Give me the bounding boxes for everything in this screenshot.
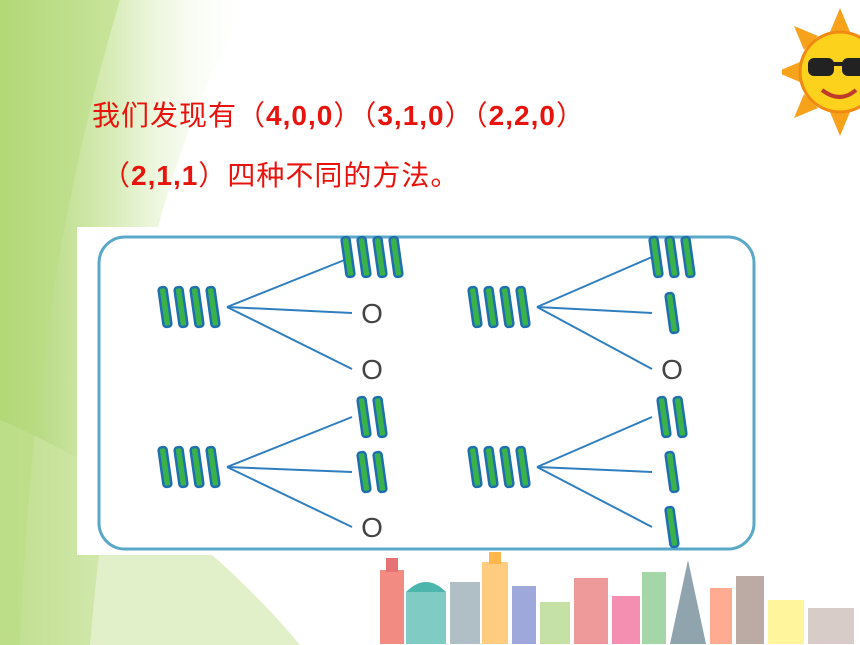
source-stick — [189, 445, 205, 489]
source-stick — [515, 285, 531, 329]
part-stick — [372, 450, 388, 494]
source-stick — [157, 445, 173, 489]
part-stick — [648, 235, 664, 279]
branch-line — [226, 306, 353, 370]
part-stick — [372, 235, 388, 279]
branch-line — [226, 416, 353, 468]
branch-line — [226, 466, 353, 528]
paren-close: ） — [198, 160, 228, 191]
sun-sunglasses-icon — [782, 8, 860, 136]
branch-line — [536, 466, 653, 528]
paren-close: ） — [333, 100, 363, 131]
source-stick — [499, 285, 515, 329]
branch-line — [226, 306, 353, 314]
part-stick — [672, 395, 688, 439]
combo-2-2-0: 2,2,0 — [488, 100, 556, 131]
paren-close: ） — [444, 100, 474, 131]
source-stick — [467, 285, 483, 329]
part-stick — [388, 235, 404, 279]
source-stick — [205, 445, 221, 489]
summary-line-2: （2,1,1）四种不同的方法。 — [102, 154, 459, 194]
summary-line-1: 我们发现有（4,0,0）（3,1,0）（2,2,0） — [92, 94, 585, 134]
branch-line — [536, 466, 653, 473]
source-stick — [157, 285, 173, 329]
line2-suffix: 四种不同的方法。 — [227, 160, 460, 191]
part-stick — [372, 395, 388, 439]
source-stick — [499, 445, 515, 489]
zero-mark: O — [361, 354, 383, 385]
combo-2-1-1: 2,1,1 — [131, 160, 199, 191]
branch-line — [536, 306, 653, 370]
part-stick — [340, 235, 356, 279]
branch-line — [536, 416, 653, 468]
line1-prefix: 我们发现有 — [92, 100, 238, 131]
source-stick — [483, 445, 499, 489]
branch-line — [226, 466, 353, 473]
paren-close: ） — [555, 100, 585, 131]
diagram-border — [97, 235, 756, 551]
part-stick — [664, 235, 680, 279]
combo-3-1-0: 3,1,0 — [377, 100, 445, 131]
source-stick — [205, 285, 221, 329]
zero-mark: O — [361, 512, 383, 543]
part-stick — [664, 505, 680, 549]
zero-mark: O — [361, 298, 383, 329]
branch-line — [226, 256, 353, 308]
part-stick — [680, 235, 696, 279]
source-stick — [173, 445, 189, 489]
source-stick — [515, 445, 531, 489]
city-skyline-icon — [380, 552, 854, 644]
part-stick — [656, 395, 672, 439]
source-stick — [483, 285, 499, 329]
combo-4-0-0: 4,0,0 — [266, 100, 334, 131]
branch-line — [536, 256, 653, 308]
source-stick — [189, 285, 205, 329]
part-stick — [356, 235, 372, 279]
part-stick — [664, 450, 680, 494]
paren-open: （ — [237, 100, 267, 131]
branch-line — [536, 306, 653, 314]
source-stick — [467, 445, 483, 489]
paren-open: （ — [362, 100, 378, 131]
zero-mark: O — [661, 354, 683, 385]
source-stick — [173, 285, 189, 329]
part-stick — [664, 291, 680, 335]
part-stick — [356, 395, 372, 439]
paren-open: （ — [102, 160, 132, 191]
part-stick — [356, 450, 372, 494]
paren-open: （ — [473, 100, 489, 131]
